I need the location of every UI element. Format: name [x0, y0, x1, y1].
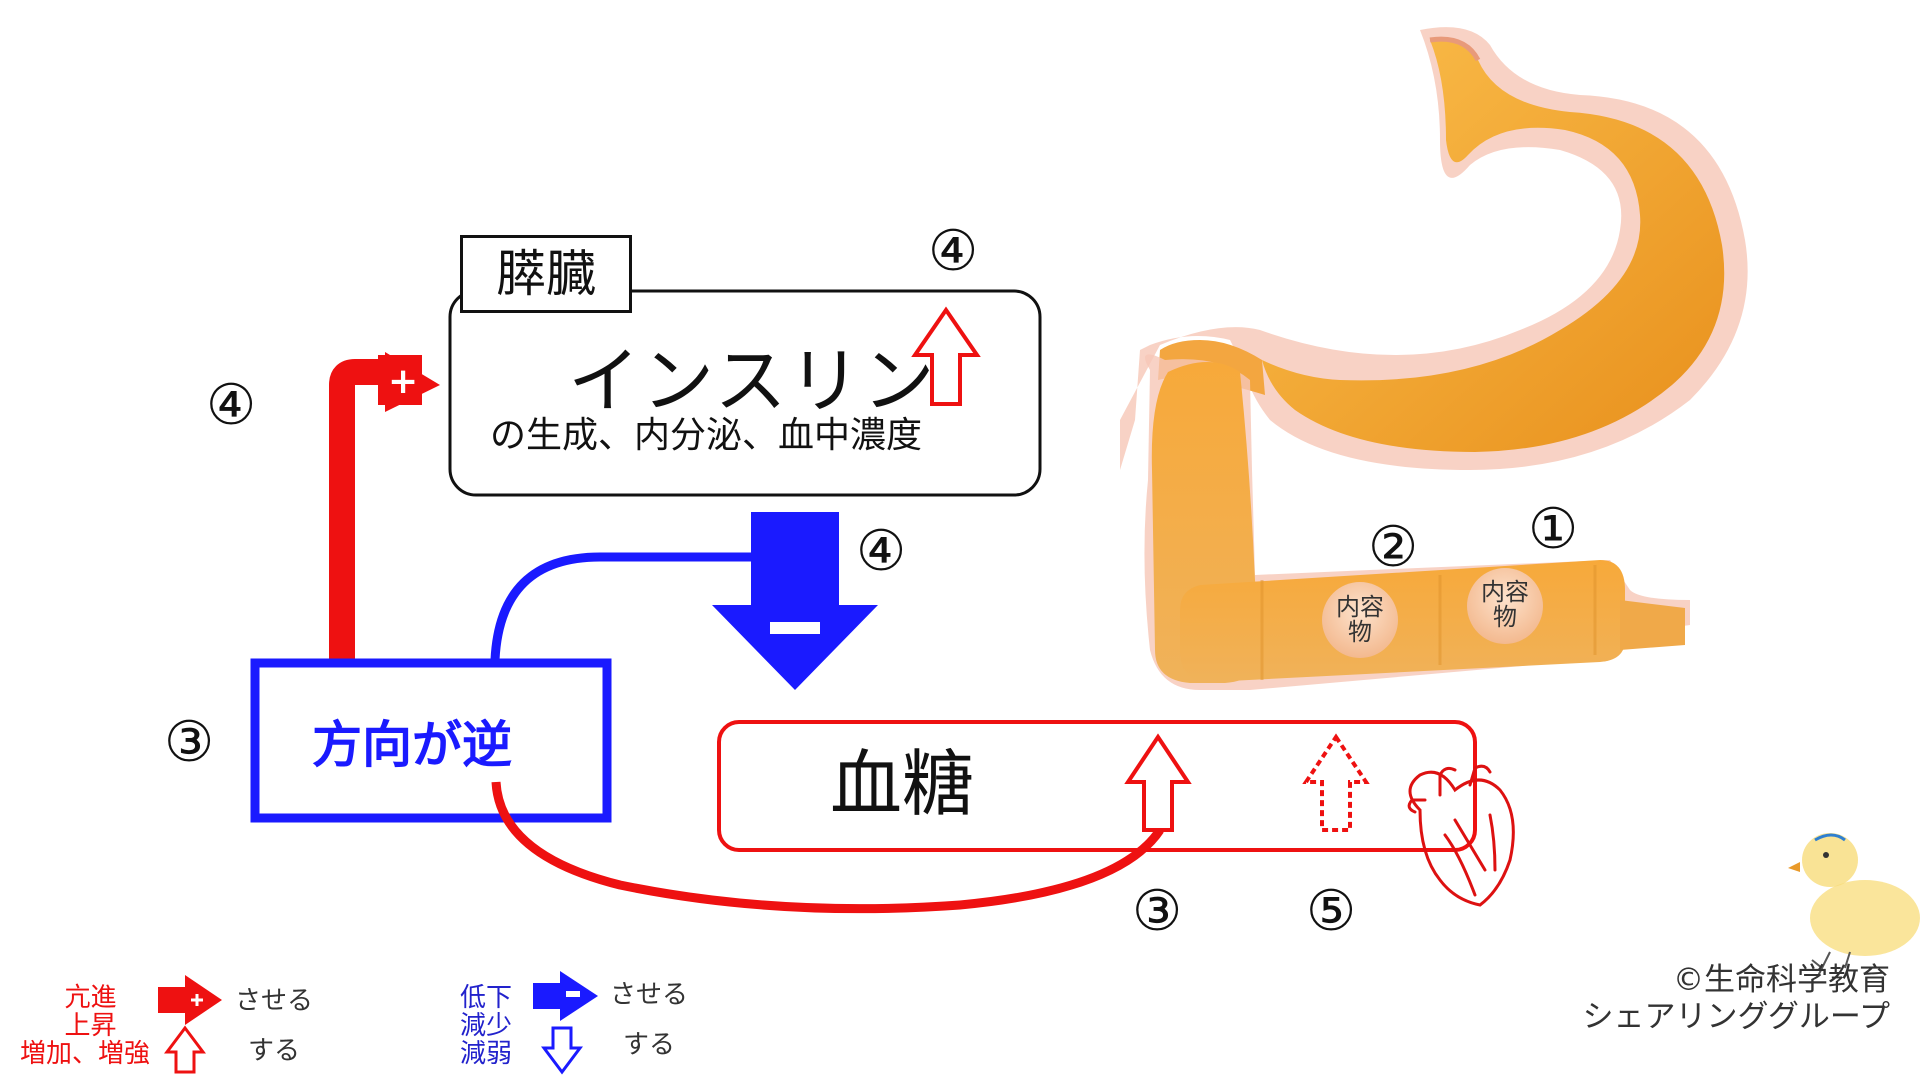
marker-intestine-1: ①	[1528, 502, 1578, 558]
copyright-text: ©生命科学教育 シェアリンググループ	[1582, 962, 1890, 1036]
content-label-line2: 物	[1478, 605, 1532, 630]
legend-blue-word-1: 低下	[460, 985, 512, 1011]
legend-red-word-2: 上昇	[63, 1013, 118, 1039]
chick-mascot	[1788, 833, 1920, 976]
legend-blue-word-2: 減少	[460, 1013, 512, 1039]
reverse-label: 方向が逆	[312, 720, 512, 770]
blood-sugar-label: 血糖	[830, 748, 974, 820]
insulin-title: インスリン	[568, 345, 937, 417]
legend-blue-word-3: 減弱	[460, 1041, 512, 1067]
marker-blood-sugar-dotted: ⑤	[1306, 884, 1356, 940]
marker-blood-sugar-rise: ③	[1132, 884, 1182, 940]
intestine-content-label-1: 内容 物	[1478, 580, 1532, 630]
legend-red-up-arrow	[167, 1028, 203, 1072]
content-label-line1: 内容	[1478, 580, 1532, 605]
marker-stimulation: ④	[206, 378, 256, 434]
legend-red-do: する	[248, 1038, 300, 1064]
content-label-line1: 内容	[1333, 595, 1387, 620]
legend-blue-down-arrow	[544, 1028, 580, 1072]
legend-red-word-1: 亢進	[63, 985, 118, 1011]
legend-blue-do: する	[623, 1032, 675, 1058]
legend-blue-make: させる	[610, 982, 688, 1008]
intestine-content-label-2: 内容 物	[1333, 595, 1387, 645]
marker-intestine-2: ②	[1368, 520, 1418, 576]
marker-suppression: ④	[856, 524, 906, 580]
stimulation-plus-sign: +	[388, 364, 418, 400]
legend-red-make: させる	[235, 988, 313, 1014]
pancreas-label: 膵臓	[460, 235, 632, 313]
legend-red-right-arrow	[158, 975, 222, 1025]
legend-blue-right-arrow	[533, 971, 598, 1021]
suppression-arrow	[712, 512, 878, 690]
marker-pancreas: ④	[928, 224, 978, 280]
legend-red-word-3: 増加、増強	[20, 1041, 150, 1067]
content-label-line2: 物	[1333, 620, 1387, 645]
insulin-subtitle: の生成、内分泌、血中濃度	[490, 418, 922, 454]
marker-reverse: ③	[164, 715, 214, 771]
